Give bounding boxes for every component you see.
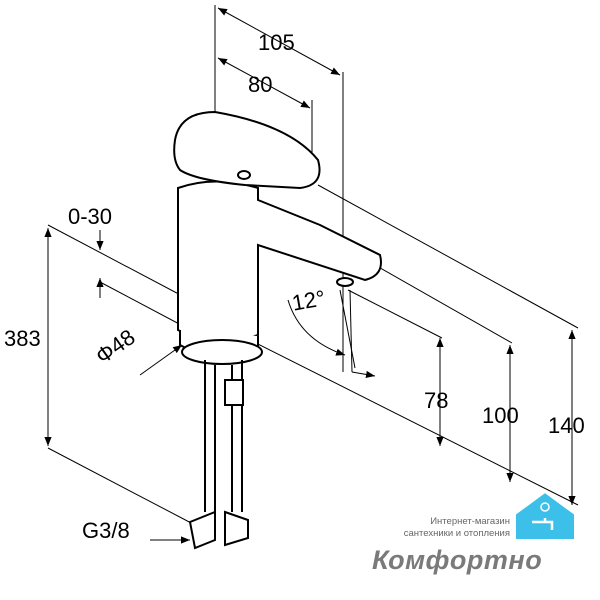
dim-383-label: 383	[4, 326, 41, 351]
ext-78-top	[347, 289, 443, 339]
watermark-line2: сантехники и отопления	[403, 528, 510, 539]
ext-100-top	[374, 264, 513, 344]
angle-12-label: 12°	[289, 285, 328, 316]
faucet-body	[173, 110, 382, 550]
dim-140-label: 140	[548, 413, 585, 438]
dim-100-label: 100	[482, 403, 519, 428]
ext-140-top	[317, 184, 579, 329]
faucet-lever	[173, 110, 321, 190]
dim-0-30-label: 0-30	[68, 204, 113, 229]
thread-label: G3/8	[82, 518, 130, 543]
ext-383-bottom	[47, 447, 196, 526]
ext-base	[249, 339, 579, 506]
watermark-brand: Комфортно	[372, 545, 543, 575]
dim-80-line	[217, 57, 311, 109]
dim-105-line	[217, 7, 341, 76]
dim-78-label: 78	[424, 388, 449, 413]
dim-105-label: 105	[258, 30, 295, 55]
ext-383-top	[47, 224, 191, 301]
watermark-tagline: Интернет-магазин сантехники и отопления	[380, 516, 510, 540]
dim-80-label: 80	[248, 72, 273, 97]
watermark-line1: Интернет-магазин	[430, 516, 510, 527]
